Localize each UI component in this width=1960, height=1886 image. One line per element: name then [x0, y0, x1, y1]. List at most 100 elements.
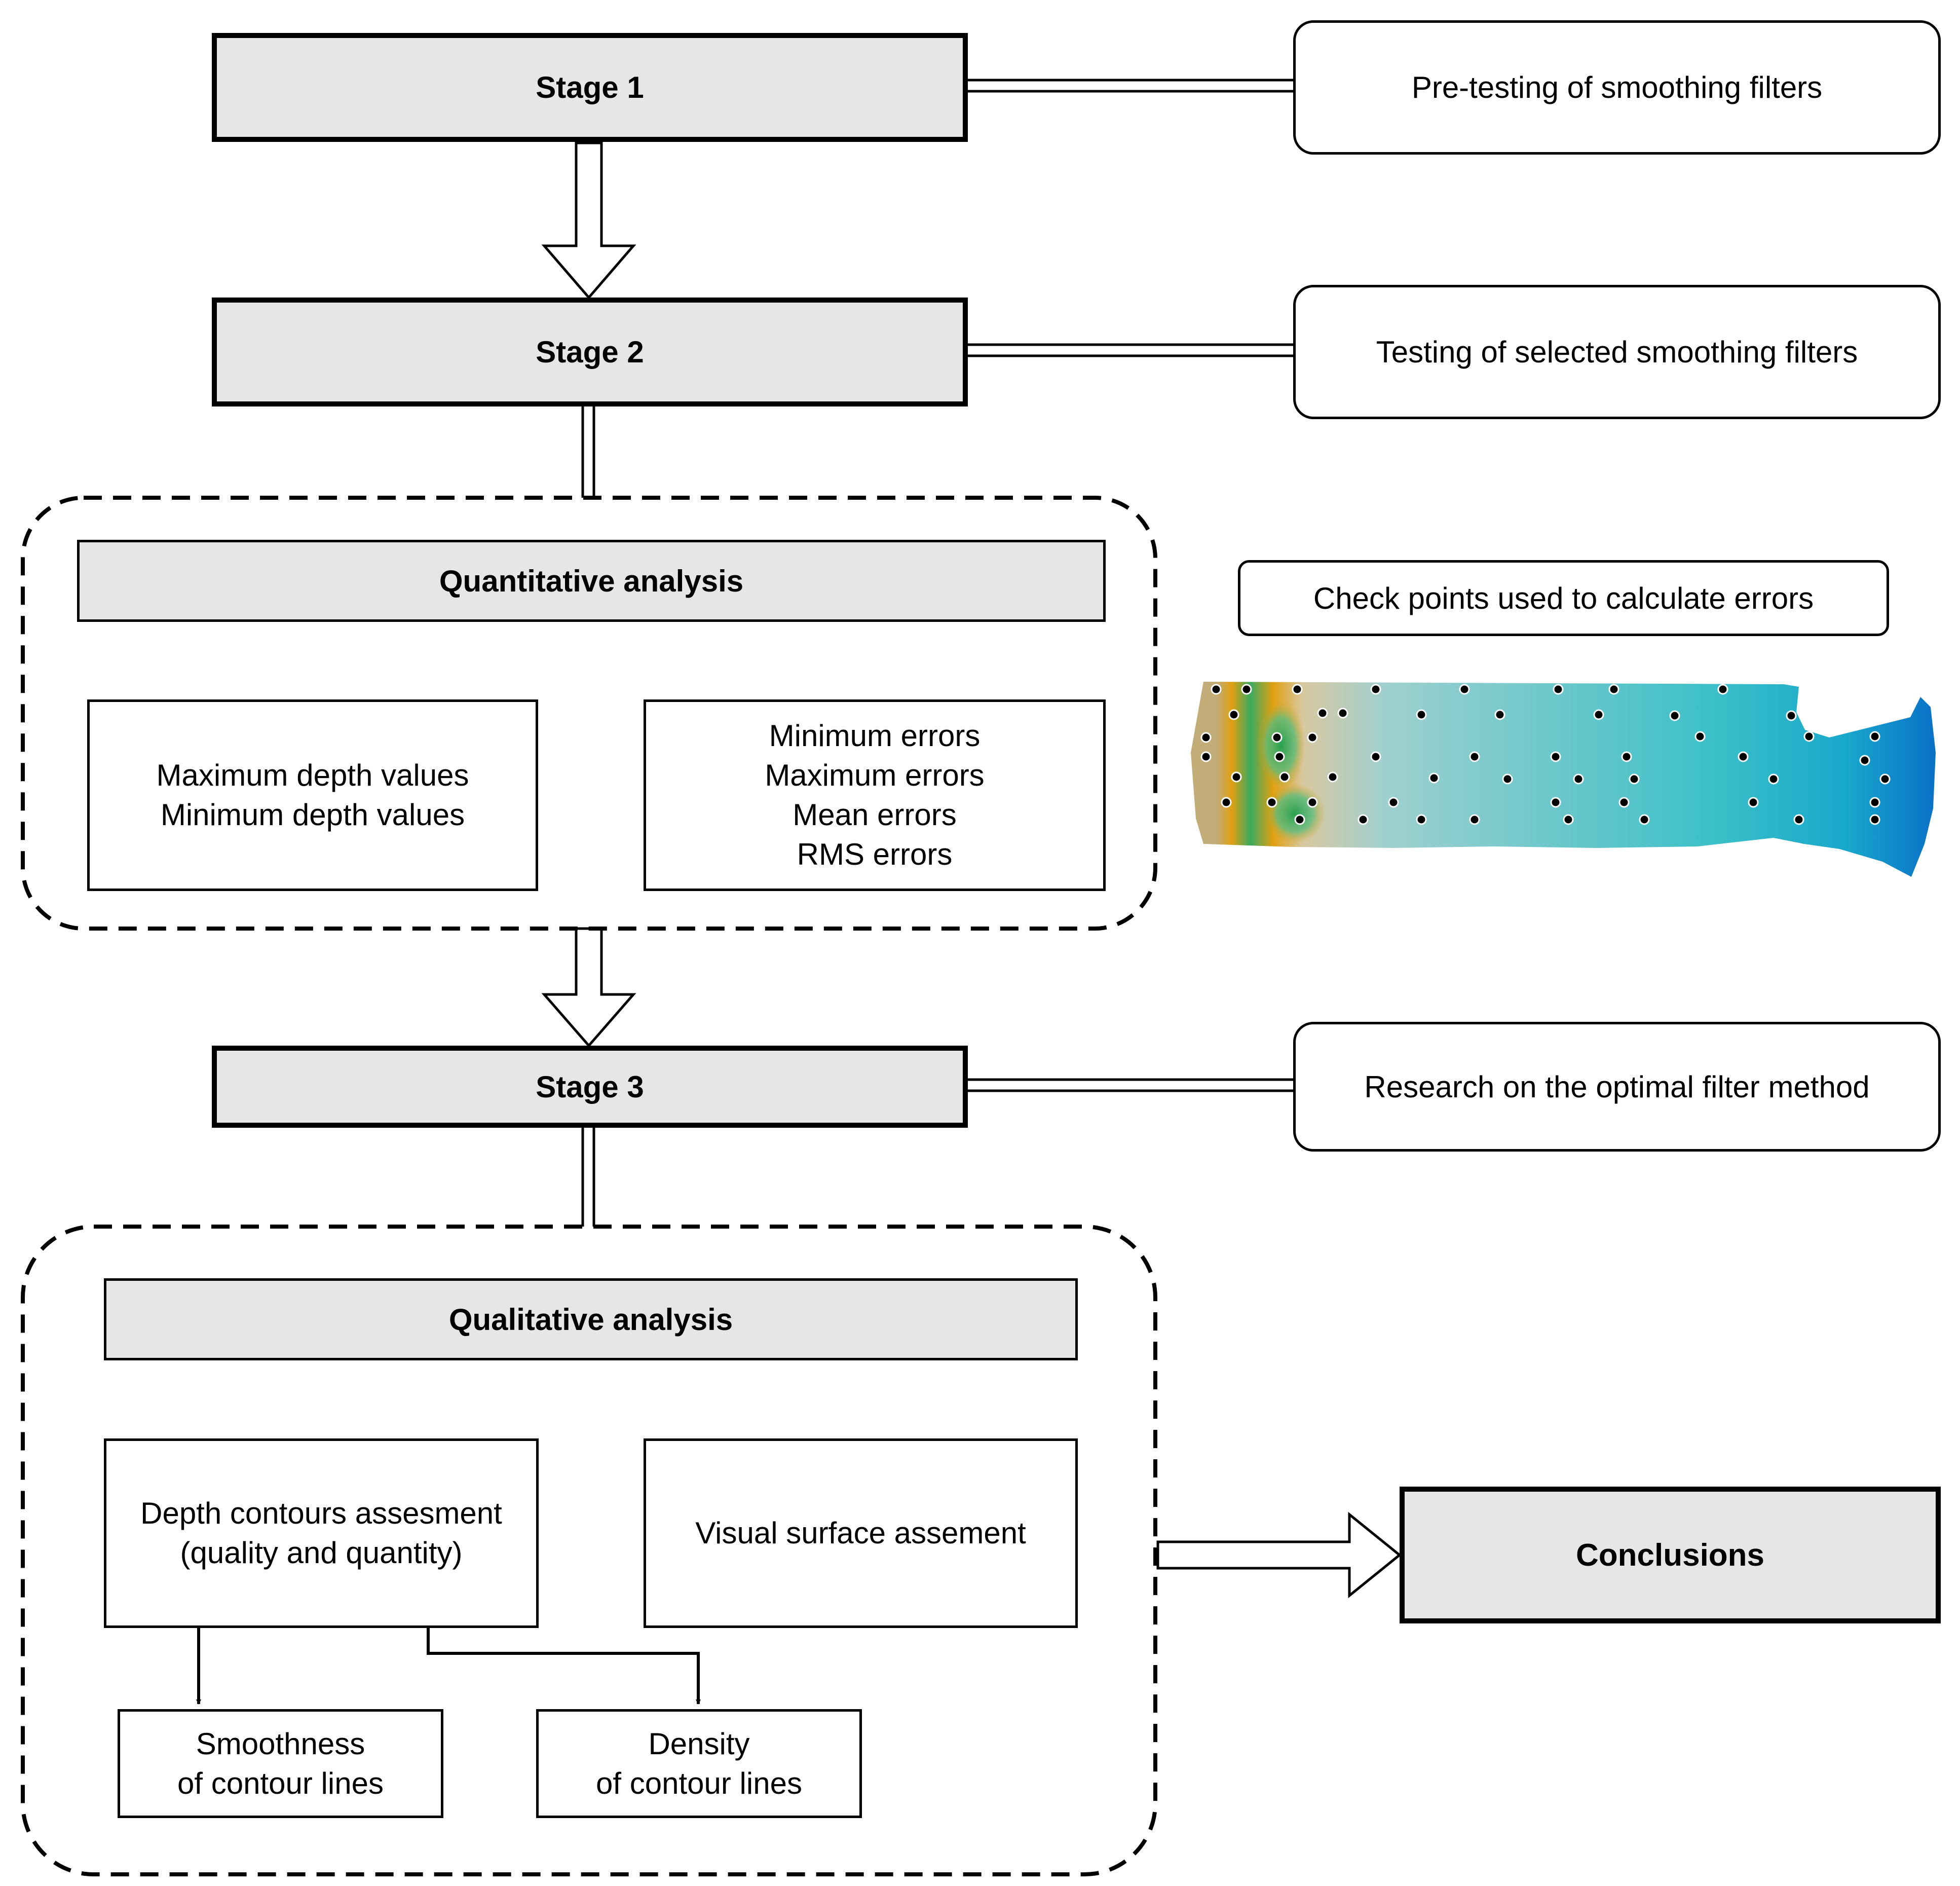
checkpoint-dot: [1416, 709, 1427, 720]
smoothness-box: Smoothness of contour lines: [118, 1709, 443, 1818]
checkpoint-dot: [1563, 814, 1574, 825]
checkpoint-dot: [1211, 684, 1222, 695]
checkpoint-dot: [1266, 797, 1277, 808]
qualitative-analysis-header: Qualitative analysis: [104, 1278, 1078, 1360]
stage3-to-qualitative-link: [581, 1128, 595, 1227]
checkpoint-dot: [1416, 814, 1427, 825]
stage-1-box: Stage 1: [212, 33, 968, 142]
contours-quality-label: (quality and quantity): [180, 1536, 463, 1570]
contours-to-density-arrow: [427, 1628, 701, 1705]
min-depth-label: Minimum depth values: [160, 798, 465, 832]
checkpoint-dot: [1292, 684, 1303, 695]
checkpoint-dot: [1317, 708, 1328, 719]
checkpoint-dot: [1358, 814, 1369, 825]
checkpoint-dot: [1388, 797, 1399, 808]
min-errors-label: Minimum errors: [769, 719, 981, 753]
checkpoint-dot: [1768, 773, 1779, 785]
stage-1-description: Pre-testing of smoothing filters: [1293, 20, 1941, 155]
stage-2-box: Stage 2: [212, 298, 968, 406]
checkpoint-dot: [1469, 814, 1480, 825]
checkpoint-dot: [1786, 710, 1797, 721]
qualitative-container: [21, 1225, 1157, 1876]
errors-box: Minimum errors Maximum errors Mean error…: [644, 699, 1106, 891]
checkpoint-dot: [1573, 773, 1584, 785]
mean-errors-label: Mean errors: [793, 798, 957, 832]
checkpoint-dot: [1494, 709, 1505, 720]
quantitative-analysis-header: Quantitative analysis: [77, 540, 1106, 622]
conclusions-box: Conclusions: [1400, 1487, 1941, 1623]
checkpoint-dot: [1228, 709, 1239, 720]
max-errors-label: Maximum errors: [765, 758, 985, 792]
checkpoint-dot: [1869, 797, 1880, 808]
checkpoint-dot: [1550, 751, 1561, 762]
checkpoint-dot: [1748, 797, 1759, 808]
checkpoint-dot: [1869, 814, 1880, 825]
checkpoint-dot: [1879, 773, 1891, 785]
stage2-to-quantitative-link: [581, 406, 595, 498]
checkpoint-dot: [1553, 684, 1564, 695]
checkpoint-dot: [1639, 814, 1650, 825]
stage-3-box: Stage 3: [212, 1046, 968, 1128]
rms-errors-label: RMS errors: [797, 837, 953, 871]
checkpoint-dot: [1803, 731, 1815, 742]
visual-surface-box: Visual surface assement: [644, 1438, 1078, 1628]
checkpoint-dot: [1608, 684, 1619, 695]
checkpoint-dot: [1294, 814, 1305, 825]
checkpoint-dot: [1307, 797, 1318, 808]
checkpoint-dot: [1859, 755, 1870, 766]
density-box: Density of contour lines: [536, 1709, 862, 1818]
checkpoint-dot: [1694, 731, 1706, 742]
checkpoint-dot: [1221, 797, 1232, 808]
checkpoint-dot: [1629, 773, 1640, 785]
checkpoint-dot: [1793, 814, 1804, 825]
checkpoint-dot: [1279, 771, 1290, 783]
trough-south: [1264, 783, 1325, 844]
trough-north: [1257, 699, 1305, 791]
checkpoint-dot: [1200, 732, 1212, 743]
stage1-to-stage2-arrow: [541, 141, 636, 300]
checkpoint-dot: [1502, 773, 1513, 785]
checkpoint-dot: [1231, 771, 1242, 783]
qualitative-to-conclusions-arrow: [1156, 1511, 1402, 1599]
stage-2-description: Testing of selected smoothing filters: [1293, 285, 1941, 419]
depth-values-box: Maximum depth values Minimum depth value…: [87, 699, 538, 891]
checkpoint-dot: [1738, 751, 1749, 762]
quantitative-container: [21, 496, 1157, 931]
checkpoint-dot: [1550, 797, 1561, 808]
bathymetry-map: [1191, 682, 1936, 877]
checkpoint-dot: [1469, 751, 1480, 762]
checkpoint-dot: [1370, 751, 1381, 762]
checkpoint-dot: [1869, 731, 1880, 742]
checkpoints-label-box: Check points used to calculate errors: [1238, 560, 1889, 636]
map-surface: [1191, 682, 1936, 877]
checkpoint-dot: [1274, 751, 1285, 762]
checkpoint-dot: [1241, 684, 1252, 695]
smoothness-label: Smoothness: [196, 1726, 365, 1761]
checkpoint-dot: [1428, 772, 1440, 784]
max-depth-label: Maximum depth values: [156, 758, 469, 792]
checkpoint-dot: [1337, 708, 1348, 719]
density-label: Density: [648, 1726, 750, 1761]
checkpoint-dot: [1669, 710, 1680, 721]
stage1-description-link: [968, 79, 1293, 93]
depth-contours-box: Depth contours assesment (quality and qu…: [104, 1438, 539, 1628]
smoothness-sub-label: of contour lines: [177, 1766, 384, 1800]
stage3-description-link: [968, 1078, 1293, 1092]
checkpoint-dot: [1327, 771, 1338, 783]
density-sub-label: of contour lines: [596, 1766, 802, 1800]
checkpoint-dot: [1370, 684, 1381, 695]
checkpoint-dots: [1200, 684, 1891, 825]
stage2-description-link: [968, 343, 1293, 357]
contours-assessment-label: Depth contours assesment: [140, 1496, 502, 1530]
checkpoint-dot: [1200, 751, 1212, 762]
checkpoint-dot: [1459, 684, 1470, 695]
checkpoint-dot: [1621, 751, 1632, 762]
quantitative-to-stage3-arrow: [541, 927, 636, 1048]
checkpoint-dot: [1593, 709, 1604, 720]
checkpoint-dot: [1307, 732, 1318, 743]
checkpoint-dot: [1618, 797, 1630, 808]
stage-3-description: Research on the optimal filter method: [1293, 1022, 1941, 1152]
checkpoint-dot: [1271, 732, 1283, 743]
